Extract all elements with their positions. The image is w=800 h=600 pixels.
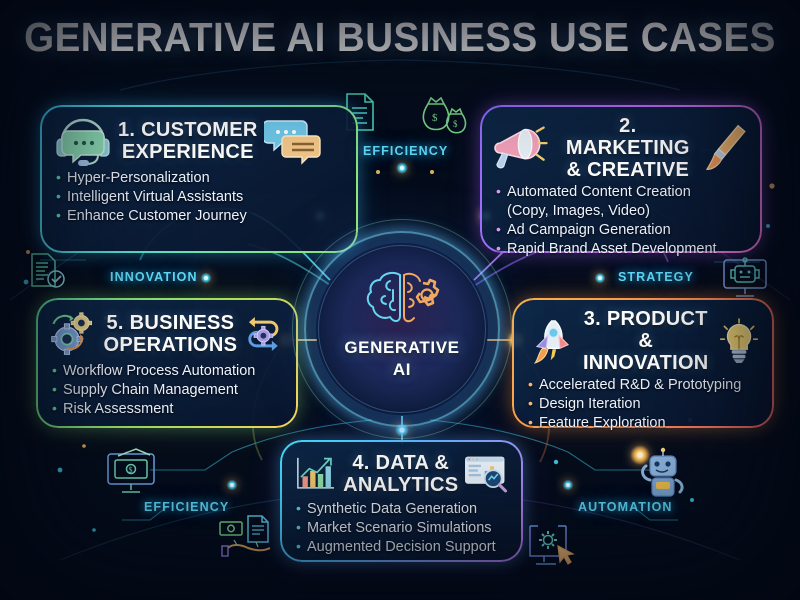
list-item: Design Iteration: [526, 394, 760, 414]
connector-label-automation: AUTOMATION: [578, 500, 673, 514]
card-business-operations[interactable]: 5. BUSINESS OPERATIONS Workflow: [36, 298, 298, 428]
card1-header: 1. CUSTOMER EXPERIENCE: [54, 115, 344, 167]
headset-chat-icon: [56, 118, 110, 166]
speech-bubbles-icon: [263, 120, 321, 165]
brain-gear-icon: [366, 271, 440, 323]
dashboard-magnifier-icon: [465, 456, 508, 493]
card5-title: 5. BUSINESS OPERATIONS: [103, 312, 238, 356]
card-customer-experience[interactable]: 1. CUSTOMER EXPERIENCE Hyper-Personaliza…: [40, 105, 358, 253]
list-item: Automated Content Creation: [494, 182, 748, 202]
connector-label-efficiency-bottom: EFFICIENCY: [144, 500, 230, 514]
central-hub-generative-ai[interactable]: GENERATIVE AI: [292, 219, 512, 439]
card1-title: 1. CUSTOMER EXPERIENCE: [118, 119, 258, 163]
connector-label-strategy: STRATEGY: [618, 270, 694, 284]
cycle-arrows-gear-icon: [248, 317, 279, 351]
card-marketing-creative[interactable]: 2. MARKETING & CREATIVE Automated Conten…: [480, 105, 762, 258]
robot-character-icon: [641, 447, 684, 497]
list-item: Hyper-Personalization: [54, 168, 344, 188]
list-item: Augmented Decision Support: [294, 537, 509, 557]
card5-header: 5. BUSINESS OPERATIONS: [50, 308, 284, 360]
svg-text:$: $: [453, 119, 458, 129]
card4-header: 4. DATA & ANALYTICS: [294, 450, 509, 498]
card2-bullets: Automated Content Creation (Copy, Images…: [494, 182, 748, 259]
list-item: Accelerated R&D & Prototyping: [526, 375, 760, 395]
card4-title: 4. DATA & ANALYTICS: [343, 452, 459, 496]
lightbulb-icon: [719, 318, 759, 363]
card2-header: 2. MARKETING & CREATIVE: [494, 115, 748, 181]
growth-chart-icon: [297, 457, 335, 489]
list-item: Ad Campaign Generation: [494, 220, 748, 240]
card3-bullets: Accelerated R&D & Prototyping Design Ite…: [526, 375, 760, 433]
list-item: Rapid Brand Asset Development: [494, 239, 748, 259]
card4-bullets: Synthetic Data Generation Market Scenari…: [294, 499, 509, 557]
list-item: (Copy, Images, Video): [507, 203, 650, 219]
connector-label-efficiency-top: EFFICIENCY: [363, 144, 449, 158]
card2-title: 2. MARKETING & CREATIVE: [565, 115, 690, 181]
hand-money-document-icon: [219, 515, 271, 557]
list-item: Enhance Customer Journey: [54, 206, 344, 226]
card3-title: 3. PRODUCT & INNOVATION: [582, 308, 709, 374]
megaphone-icon: [494, 126, 548, 169]
card5-bullets: Workflow Process Automation Supply Chain…: [50, 361, 284, 419]
card-data-analytics[interactable]: 4. DATA & ANALYTICS Synthetic Data Gener…: [280, 440, 523, 562]
card3-header: 3. PRODUCT & INNOVATION: [526, 308, 760, 374]
list-item: Intelligent Virtual Assistants: [54, 187, 344, 207]
connector-label-innovation: INNOVATION: [110, 270, 198, 284]
list-item: Market Scenario Simulations: [294, 518, 509, 538]
list-item: Synthetic Data Generation: [294, 499, 509, 519]
hub-label: GENERATIVE AI: [344, 338, 460, 379]
svg-text:$: $: [432, 112, 438, 124]
money-bags-icon: $ $: [422, 96, 467, 134]
card-product-innovation[interactable]: 3. PRODUCT & INNOVATION Accelerated R&D …: [512, 298, 774, 432]
gears-icon: [51, 312, 93, 355]
gear-monitor-cursor-icon: [529, 525, 575, 565]
paintbrush-icon: [706, 124, 746, 170]
robot-monitor-icon: [723, 257, 767, 297]
page-title: GENERATIVE AI BUSINESS USE CASES: [24, 14, 776, 60]
list-item: Workflow Process Automation: [50, 361, 284, 381]
rocket-icon: [533, 320, 570, 364]
document-check-icon: [31, 253, 65, 288]
svg-text:$: $: [129, 466, 133, 475]
list-item: Supply Chain Management: [50, 380, 284, 400]
card1-bullets: Hyper-Personalization Intelligent Virtua…: [54, 168, 344, 226]
list-item: Feature Exploration: [526, 413, 760, 433]
money-monitor-icon: $: [107, 448, 155, 493]
list-item: Risk Assessment: [50, 399, 284, 419]
